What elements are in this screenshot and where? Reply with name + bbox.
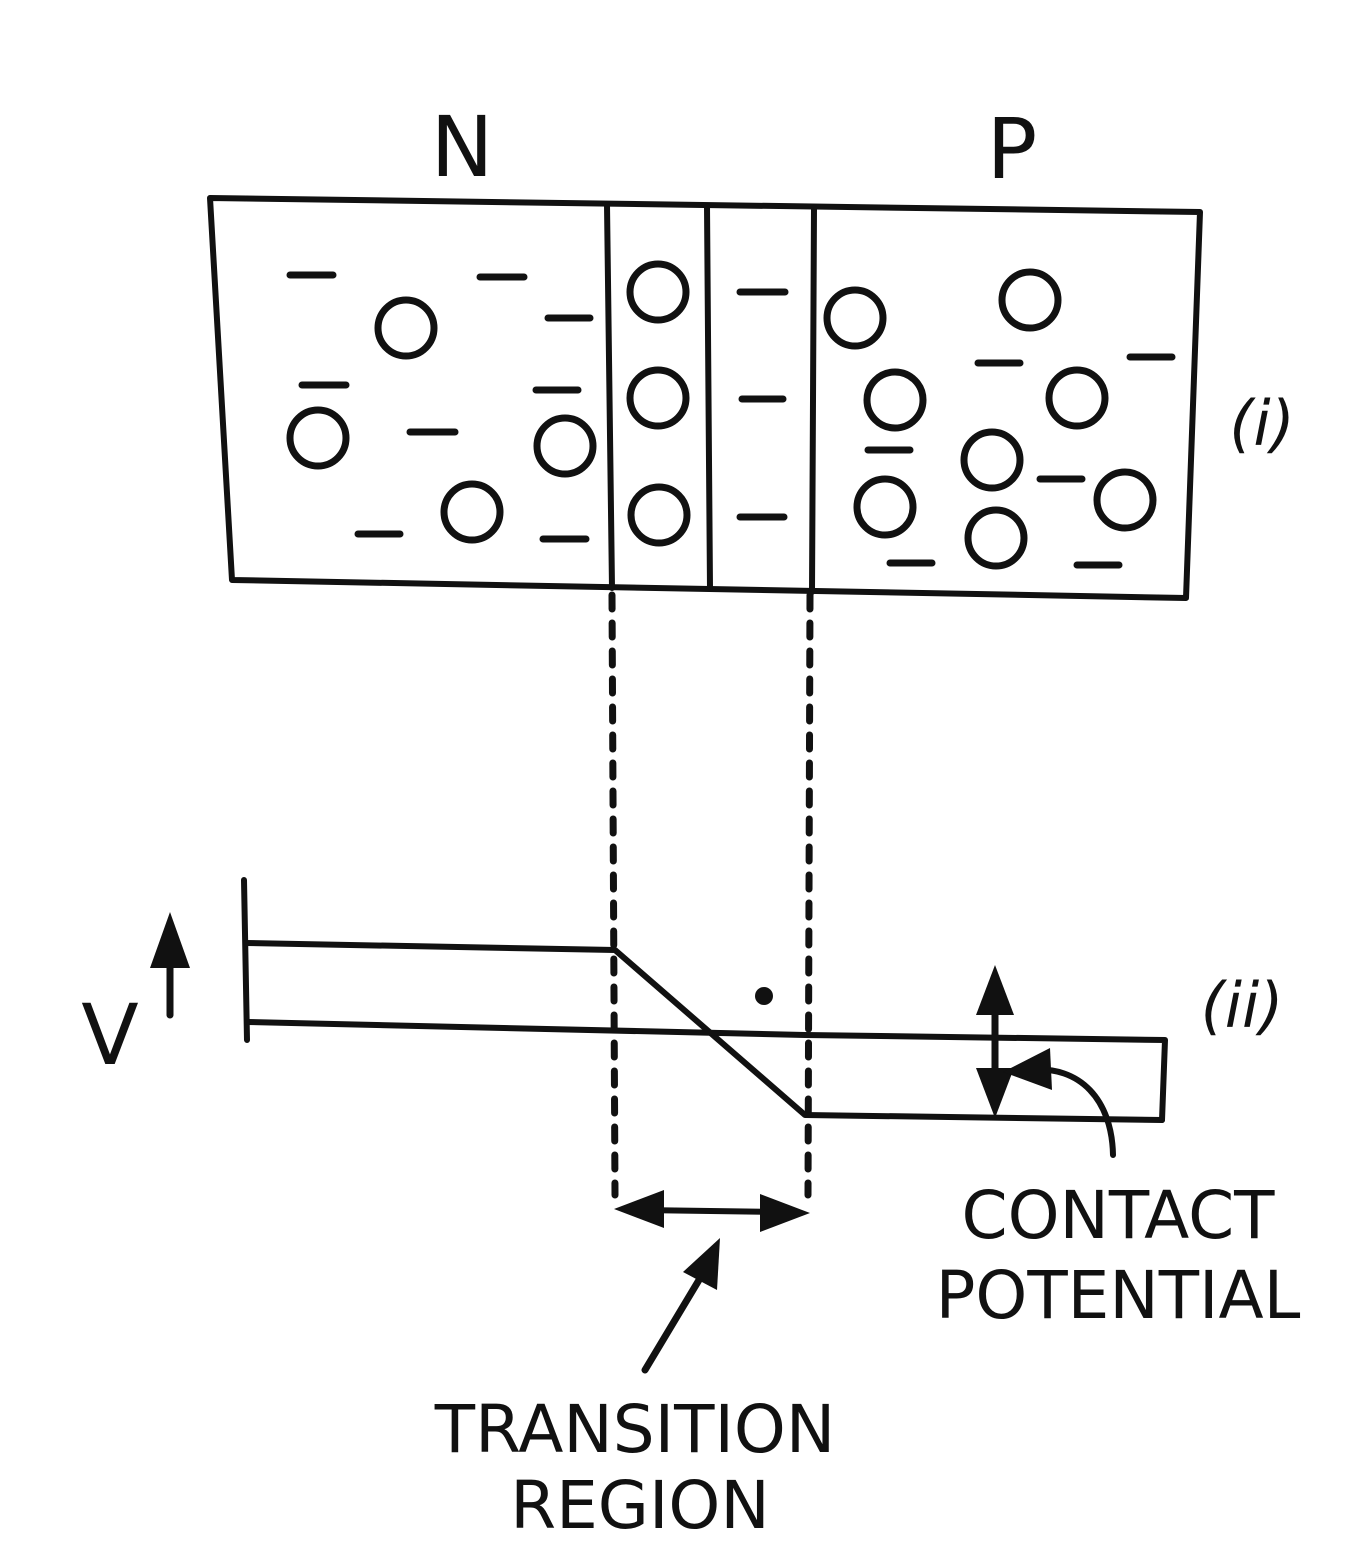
depletion-right-boundary [809, 205, 817, 595]
hole-circle [823, 286, 887, 350]
ion-circle [627, 483, 691, 547]
hole-circle [533, 414, 597, 478]
hole-circle [863, 368, 927, 432]
arrow-left-icon [1003, 1048, 1052, 1090]
ion-circle [626, 260, 690, 324]
hole-circle [960, 428, 1024, 492]
hole-circle [1045, 366, 1109, 430]
n-region-label: N [431, 98, 494, 196]
hole-circle [998, 268, 1062, 332]
left-projection-dashed-line [608, 591, 619, 1199]
v-axis-line [241, 877, 250, 1043]
dot-marker [755, 987, 773, 1005]
depletion-region-charges [626, 260, 789, 547]
arrow-right-icon [760, 1194, 810, 1232]
transition-pointer-shaft [641, 1266, 709, 1374]
hole-circle [853, 475, 917, 539]
transition-region-label-line1: TRANSITION [434, 1391, 835, 1468]
hole-circle [964, 506, 1028, 570]
junction-block [207, 195, 1203, 601]
hole-circle [1093, 468, 1157, 532]
hole-circle [374, 296, 438, 360]
arrow-up-icon [150, 912, 190, 968]
voltage-axis-label: V [81, 986, 138, 1084]
contact-potential-indicator [976, 965, 1116, 1158]
p-region-label: P [987, 100, 1038, 198]
junction-center-line [704, 203, 713, 592]
potential-diagram [241, 877, 1168, 1123]
lower-reference-line [244, 1019, 1168, 1123]
projection-lines [608, 591, 814, 1199]
contact-potential-label-line2: POTENTIAL [936, 1257, 1301, 1334]
transition-region-label-line2: REGION [510, 1467, 770, 1544]
arrow-up-icon [976, 965, 1014, 1015]
figure-ii-label: (ii) [1201, 969, 1284, 1042]
block-outline [207, 195, 1203, 601]
figure-i-label: (i) [1229, 387, 1295, 460]
n-region-carriers [286, 271, 597, 544]
arrow-left-icon [614, 1190, 664, 1228]
arrow-up-right-icon [683, 1238, 720, 1290]
arrow-down-icon [976, 1068, 1014, 1118]
contact-potential-label-line1: CONTACT [962, 1177, 1276, 1254]
p-region-carriers [823, 268, 1176, 570]
ion-circle [626, 366, 690, 430]
depletion-left-boundary [604, 202, 615, 591]
voltage-arrow [150, 912, 190, 1019]
hole-circle [286, 406, 350, 470]
transition-region-indicator [614, 1190, 810, 1374]
right-projection-dashed-line [804, 591, 814, 1199]
hole-circle [440, 480, 504, 544]
